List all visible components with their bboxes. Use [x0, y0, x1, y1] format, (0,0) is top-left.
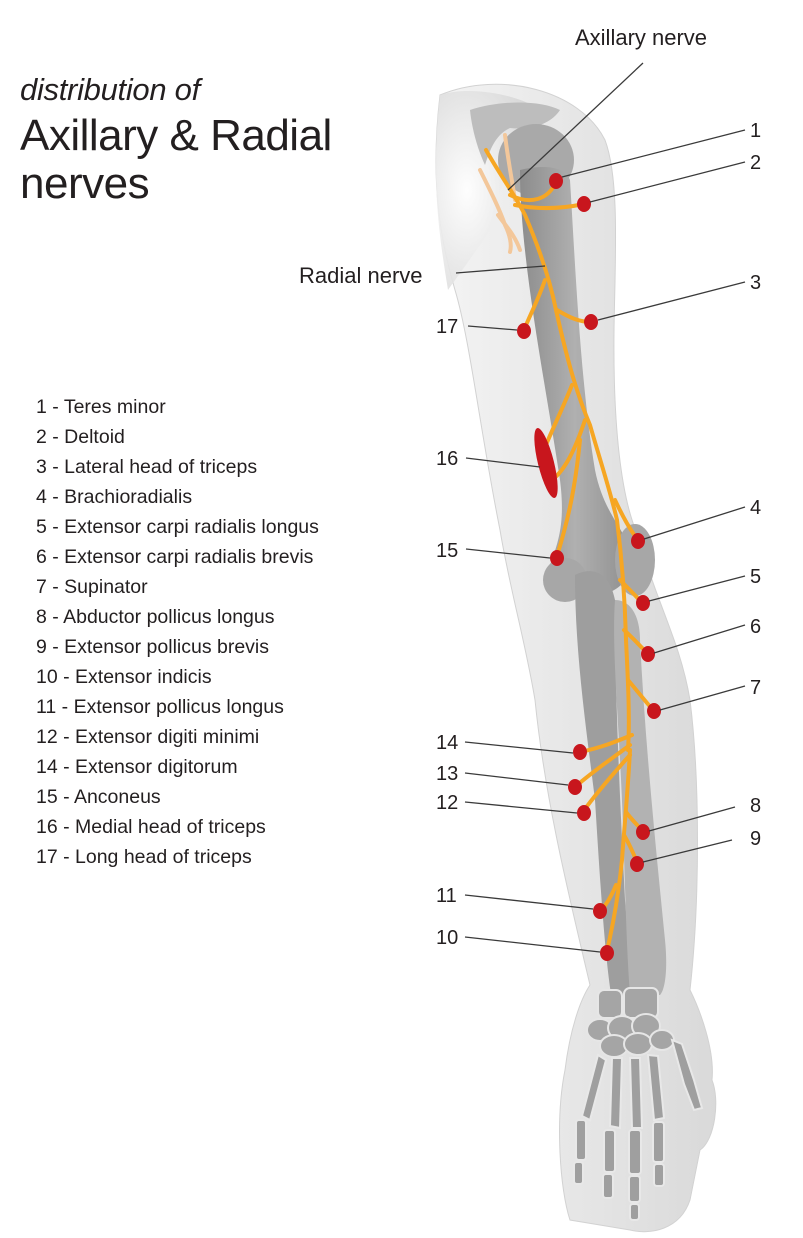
- title-line-2: nerves: [20, 159, 150, 208]
- legend-item: 3 - Lateral head of triceps: [36, 456, 258, 478]
- callout-9: 9: [750, 828, 761, 850]
- muscle-markers: [517, 173, 661, 961]
- branch-16a: [544, 383, 574, 447]
- title-line-1: Axillary & Radial: [20, 111, 332, 160]
- marker-6: [641, 646, 655, 662]
- legend-item: 8 - Abductor pollicus longus: [36, 606, 275, 628]
- leader-lines: [455, 62, 746, 953]
- callout-3: 3: [750, 272, 761, 294]
- nerve-tree: [484, 148, 655, 957]
- marker-9: [630, 856, 644, 872]
- marker-5: [636, 595, 650, 611]
- marker-16: [534, 428, 558, 498]
- callout-15: 15: [436, 540, 458, 562]
- marker-8: [636, 824, 650, 840]
- callout-6: 6: [750, 616, 761, 638]
- legend-item: 7 - Supinator: [36, 576, 148, 598]
- callout-10: 10: [436, 927, 458, 949]
- legend-item: 10 - Extensor indicis: [36, 666, 212, 688]
- callout-4: 4: [750, 497, 761, 519]
- callout-7: 7: [750, 677, 761, 699]
- marker-15: [550, 550, 564, 566]
- legend-item: 12 - Extensor digiti minimi: [36, 726, 260, 748]
- callout-14: 14: [436, 732, 458, 754]
- callout-2: 2: [750, 152, 761, 174]
- marker-7: [647, 703, 661, 719]
- title-subtitle: distribution of: [20, 72, 200, 107]
- branch-15: [555, 438, 582, 558]
- axillary-nerve-label: Axillary nerve: [575, 25, 707, 50]
- legend-item: 2 - Deltoid: [36, 426, 125, 448]
- marker-4: [631, 533, 645, 549]
- legend-item: 9 - Extensor pollicus brevis: [36, 636, 270, 658]
- callout-16: 16: [436, 448, 458, 470]
- legend-item: 14 - Extensor digitorum: [36, 756, 238, 778]
- marker-2: [577, 196, 591, 212]
- legend-item: 16 - Medial head of triceps: [36, 816, 266, 838]
- callout-17: 17: [436, 316, 458, 338]
- marker-13: [568, 779, 582, 795]
- legend-item: 17 - Long head of triceps: [36, 846, 252, 868]
- marker-10: [600, 945, 614, 961]
- radial-nerve-label: Radial nerve: [299, 263, 423, 288]
- scapula-bone: [470, 102, 560, 165]
- page-title: Axillary & Radial nerves: [20, 112, 332, 208]
- radial-nerve-trunk: [484, 148, 631, 752]
- callout-11: 11: [436, 885, 457, 907]
- legend-item: 4 - Brachioradialis: [36, 486, 193, 508]
- callout-13: 13: [436, 763, 458, 785]
- ulna-bone: [575, 571, 640, 1000]
- marker-1: [549, 173, 563, 189]
- marker-17: [517, 323, 531, 339]
- legend-item: 1 - Teres minor: [36, 396, 166, 418]
- callout-8: 8: [750, 795, 761, 817]
- muscle-legend: 1 - Teres minor 2 - Deltoid 3 - Lateral …: [36, 392, 319, 872]
- marker-12: [577, 805, 591, 821]
- callout-1: 1: [750, 120, 761, 142]
- arm-skin: [435, 83, 717, 1233]
- marker-14: [573, 744, 587, 760]
- callout-12: 12: [436, 792, 458, 814]
- hand-bones: [573, 1038, 704, 1221]
- callout-5: 5: [750, 566, 761, 588]
- legend-item: 15 - Anconeus: [36, 786, 161, 808]
- elbow-medial-condyle: [615, 524, 655, 596]
- legend-item: 5 - Extensor carpi radialis longus: [36, 516, 319, 538]
- carpal-bones: [586, 987, 675, 1058]
- legend-item: 11 - Extensor pollicus longus: [36, 696, 284, 718]
- marker-3: [584, 314, 598, 330]
- marker-11: [593, 903, 607, 919]
- posterior-interosseous: [604, 748, 632, 957]
- legend-item: 6 - Extensor carpi radialis brevis: [36, 546, 314, 568]
